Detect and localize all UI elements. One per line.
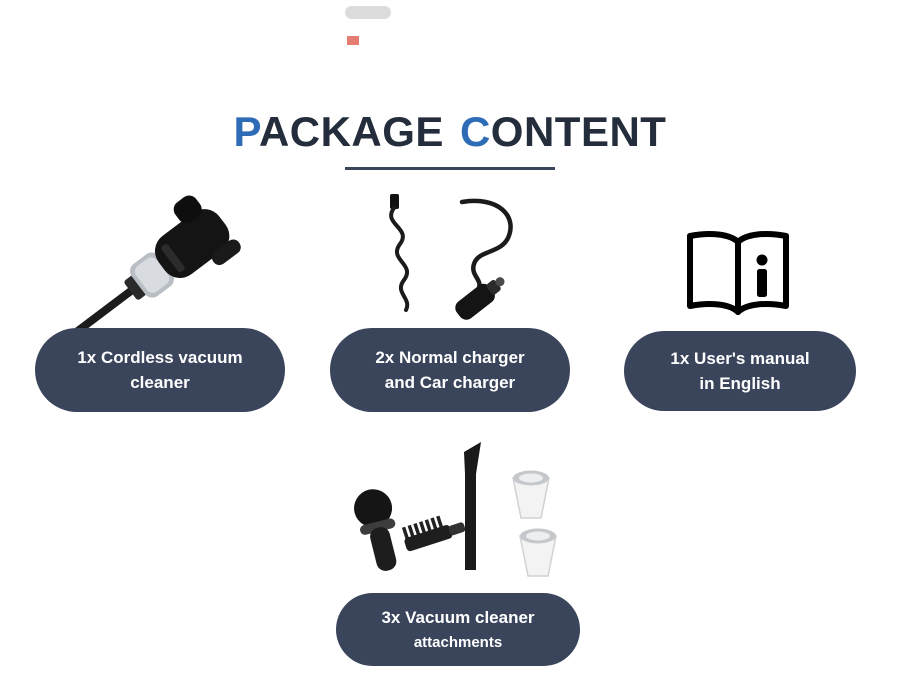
label-cordless-vacuum-cleaner: 1x Cordless vacuum cleaner [35, 328, 285, 412]
label-line2: in English [699, 374, 781, 393]
charger-cables-image [366, 190, 536, 335]
label-line2: and Car charger [384, 373, 516, 392]
label-line2: attachments [413, 633, 503, 651]
vacuum-attachments-image [333, 438, 578, 601]
title-underline [345, 167, 555, 170]
decorative-gray-bar [345, 6, 391, 19]
label-users-manual: 1x User's manual in English [624, 331, 856, 411]
label-chargers: 2x Normal charger and Car charger [330, 328, 570, 412]
label-line2: cleaner [130, 373, 190, 392]
label-line1: 3x Vacuum cleaner [381, 607, 535, 627]
cordless-vacuum-image [52, 185, 262, 340]
title-word2-rest: ONTENT [490, 108, 667, 155]
title-accent-letter-c: C [459, 108, 491, 155]
title-word1-rest: ACKAGE [258, 108, 444, 155]
title-accent-letter-p: P [233, 108, 259, 155]
decorative-red-mark [347, 36, 359, 45]
users-manual-book-icon [680, 228, 796, 329]
label-line1: 2x Normal charger [375, 348, 525, 367]
label-vacuum-attachments: 3x Vacuum cleaner attachments [336, 593, 580, 666]
page-title: PACKAGE CONTENT [0, 108, 900, 156]
info-i-glyph [756, 254, 768, 297]
label-line1: 1x User's manual [670, 349, 810, 368]
label-line1: 1x Cordless vacuum [77, 348, 243, 367]
